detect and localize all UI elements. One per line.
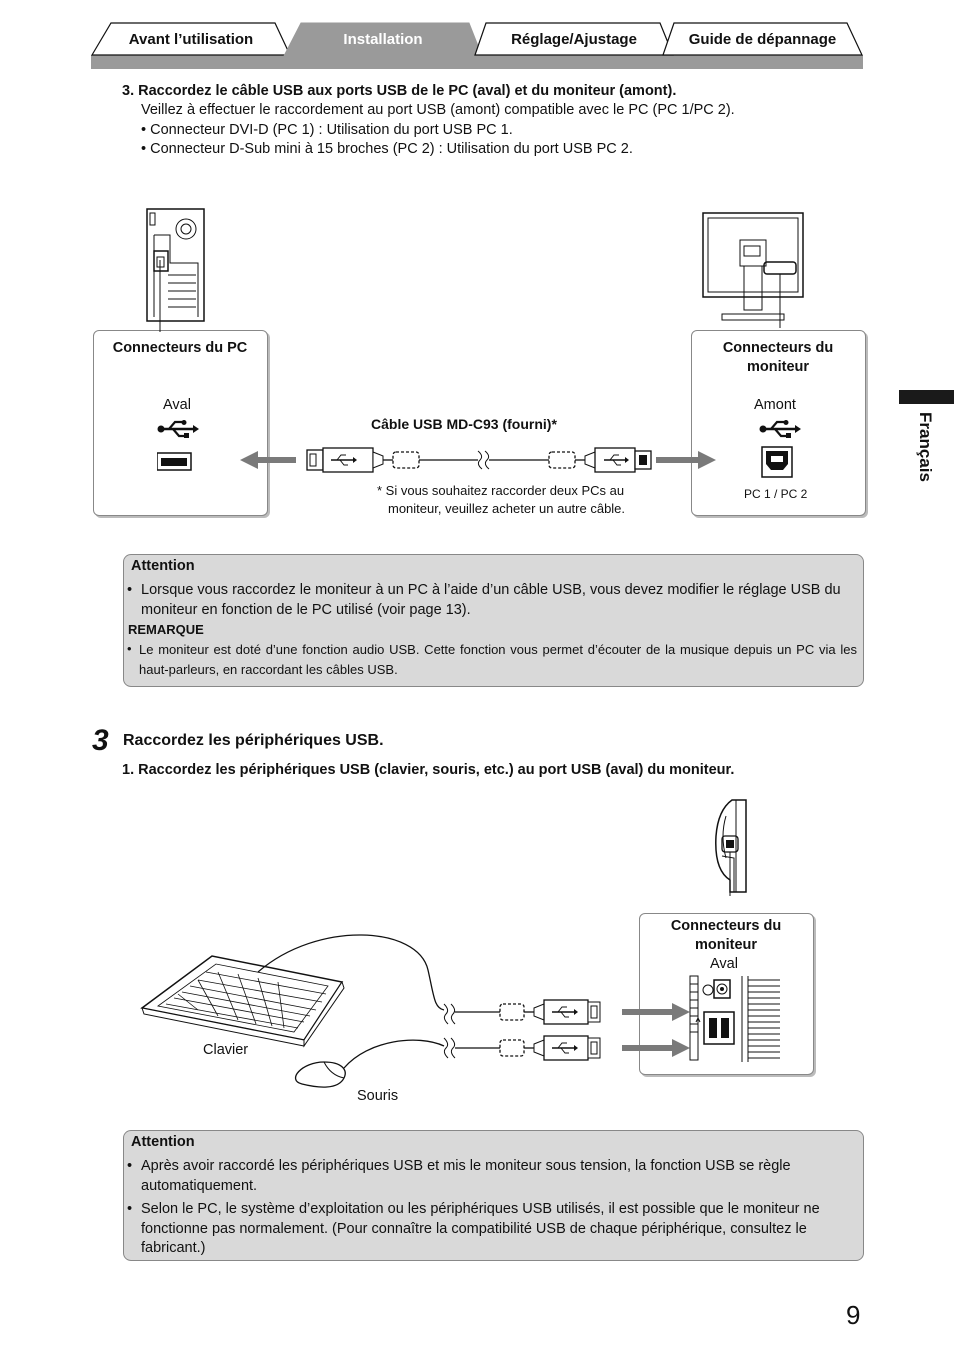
step-sub: 1. Raccordez les périphériques USB (clav…: [122, 762, 735, 778]
step-usb-pc-title: 3. Raccordez le câble USB aux ports USB …: [122, 83, 677, 99]
step-number: 3: [92, 724, 109, 757]
tab-label: Installation: [343, 30, 423, 48]
usb-icon: [759, 420, 801, 438]
tab-label: Guide de dépannage: [688, 30, 837, 48]
monitor-side-illustration: [715, 799, 747, 896]
step-usb-pc-bullet: • Connecteur D-Sub mini à 15 broches (PC…: [141, 141, 633, 157]
remark-text: Le moniteur est doté d’une fonction audi…: [139, 642, 857, 677]
port-label: PC 1 / PC 2: [744, 487, 808, 501]
usb-cable-illustration: [240, 447, 716, 473]
keyboard-label: Clavier: [203, 1042, 249, 1058]
bullet-dot: •: [127, 641, 132, 656]
tab-installation[interactable]: Installation: [283, 22, 483, 56]
usb-icon: [552, 1006, 578, 1018]
step-title: Raccordez les périphériques USB.: [123, 732, 384, 749]
usb-peripherals-illustration: [140, 934, 690, 1088]
tab-shape: [91, 22, 291, 56]
bullet-dot: •: [127, 582, 133, 598]
monitor-back-illustration: [702, 212, 804, 328]
mouse: [294, 1061, 346, 1088]
page-number: 9: [846, 1300, 861, 1330]
tab-shape: [662, 22, 863, 56]
bullet-dot: •: [127, 1158, 133, 1174]
step-usb-pc-bullet: • Connecteur DVI-D (PC 1) : Utilisation …: [141, 122, 513, 138]
bullet-dot: •: [127, 1201, 133, 1217]
attention-heading: Attention: [131, 558, 195, 574]
tab-shape: [283, 22, 483, 56]
tab-guide-depannage[interactable]: Guide de dépannage: [662, 22, 863, 56]
mouse-label: Souris: [357, 1088, 399, 1104]
attention-bullet: Lorsque vous raccordez le moniteur à un …: [141, 582, 841, 618]
tab-avant-utilisation[interactable]: Avant l’utilisation: [91, 22, 291, 56]
tab-label: Réglage/Ajustage: [511, 30, 637, 48]
monitor-usb-ports-panel: [689, 975, 780, 1062]
cable-note: * Si vous souhaitez raccorder deux PCs a…: [377, 483, 625, 498]
usb-icon: [157, 420, 199, 438]
cable-label: Câble USB MD-C93 (fourni)*: [371, 416, 557, 432]
pc-box-title: Connecteurs du PC: [112, 340, 248, 356]
usb-upstream-port: [759, 420, 801, 478]
pc-callout-line: [159, 260, 161, 332]
monitor-box-title: Connecteurs du moniteur: [670, 918, 782, 953]
usb-icon: [331, 454, 357, 466]
attention-bullet: Selon le PC, le système d’exploitation o…: [141, 1201, 820, 1256]
tab-shape: [474, 22, 674, 56]
usb-downstream-port: [157, 420, 199, 471]
monitor-box-sub: Amont: [754, 397, 796, 413]
attention-note-1: [123, 554, 864, 687]
tab-bar-base: [91, 55, 863, 69]
remark-heading: REMARQUE: [128, 622, 204, 637]
attention-heading: Attention: [131, 1134, 195, 1150]
attention-note-2: [123, 1130, 864, 1261]
monitor-box-title: Connecteurs du moniteur: [722, 340, 834, 375]
side-tab-marker: [899, 390, 954, 404]
step-usb-pc-line: Veillez à effectuer le raccordement au p…: [141, 102, 735, 118]
keyboard: [140, 955, 345, 1048]
usb-icon: [604, 454, 629, 466]
cable-note: moniteur, veuillez acheter un autre câbl…: [388, 501, 626, 516]
pc-box-sub: Aval: [163, 397, 191, 413]
usb-icon: [552, 1042, 578, 1054]
pc-tower-illustration: [146, 208, 205, 325]
side-tab-label: Français: [916, 412, 935, 482]
tab-label: Avant l’utilisation: [128, 30, 254, 48]
monitor-box-sub: Aval: [710, 956, 738, 972]
tab-reglage-ajustage[interactable]: Réglage/Ajustage: [474, 22, 674, 56]
attention-bullet: Après avoir raccordé les périphériques U…: [141, 1158, 791, 1194]
